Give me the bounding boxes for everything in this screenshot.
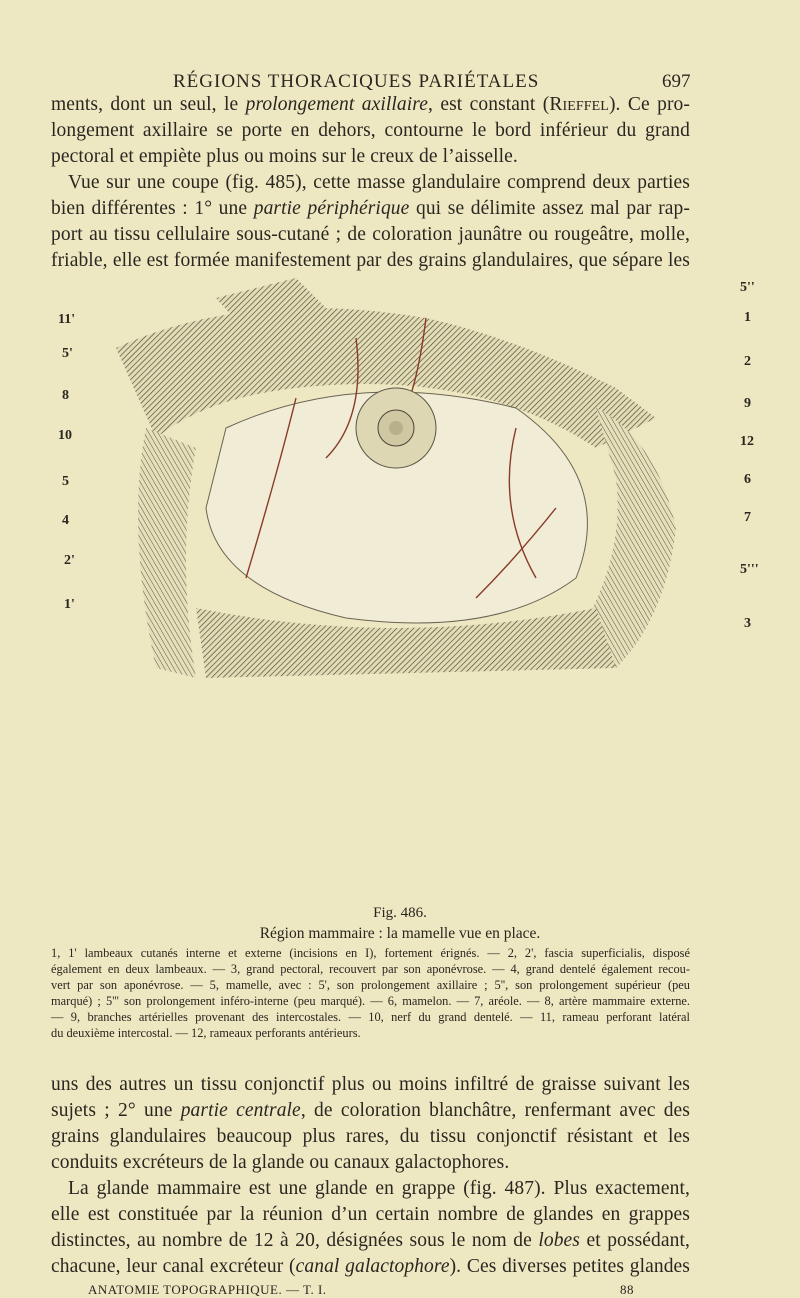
text-line: distinctes, au nombre de 12 à 20, désign… xyxy=(51,1230,690,1251)
figure-label: 7 xyxy=(744,510,751,525)
figure-label: 2 xyxy=(744,354,751,369)
lower-flap xyxy=(196,608,616,678)
text-line: ments, dont un seul, le prolongement axi… xyxy=(51,94,690,115)
arteries xyxy=(245,317,557,599)
figure-legend-line: 1, 1' lambeaux cutanés interne et extern… xyxy=(51,946,690,960)
figure-label: 8 xyxy=(62,388,69,403)
figure-title: Région mammaire : la mamelle vue en plac… xyxy=(259,925,541,942)
figure-label: 11' xyxy=(58,312,76,327)
anatomical-illustration xyxy=(116,278,676,678)
figure-label: 5''' xyxy=(740,562,759,577)
text-line: longement axillaire se porte en dehors, … xyxy=(51,120,690,141)
figure-label: 12 xyxy=(740,434,754,449)
text-line: conduits excréteurs de la glande ou cana… xyxy=(51,1152,510,1173)
figure-number: Fig. 486. xyxy=(373,905,427,921)
page-number: 697 xyxy=(662,71,691,92)
text-line: La glande mammaire est une glande en gra… xyxy=(68,1178,690,1199)
figure-legend-line: également en deux lambeaux. — 3, grand p… xyxy=(51,962,690,976)
text-line: port au tissu cellulaire sous-cutané ; d… xyxy=(51,224,690,245)
text-line: chacune, leur canal excréteur (canal gal… xyxy=(51,1256,690,1277)
figure-legend-line: du deuxième intercostal. — 12, rameaux p… xyxy=(51,1026,361,1040)
text-line: bien différentes : 1° une partie périphé… xyxy=(51,198,690,219)
pectoral-region xyxy=(216,278,356,388)
figure-label: 1' xyxy=(64,597,75,612)
text-line: friable, elle est formée manifestement p… xyxy=(51,250,690,271)
figure-label: 9 xyxy=(744,396,751,411)
figure-label: 2' xyxy=(64,553,75,568)
text-line: Vue sur une coupe (fig. 485), cette mass… xyxy=(68,172,690,193)
footer-signature: 88 xyxy=(620,1282,634,1297)
text-line: uns des autres un tissu conjonctif plus … xyxy=(51,1074,690,1095)
skin-flap-top xyxy=(116,308,656,448)
running-title: RÉGIONS THORACIQUES PARIÉTALES xyxy=(173,71,540,92)
text-line: sujets ; 2° une partie centrale, de colo… xyxy=(51,1100,690,1121)
figure-label: 5' xyxy=(62,346,73,361)
figure-legend-line: marqué) ; 5''' son prolongement inféro-i… xyxy=(51,994,690,1008)
footer-book-title: ANATOMIE TOPOGRAPHIQUE. — T. I. xyxy=(88,1282,327,1297)
figure-label: 6 xyxy=(744,472,751,487)
figure-label: 10 xyxy=(58,428,72,443)
text-line: pectoral et empiète plus ou moins sur le… xyxy=(51,146,518,167)
nipple-center xyxy=(389,421,403,435)
figure-label: 3 xyxy=(744,616,751,631)
skin-flap-right xyxy=(576,408,676,668)
text-line: elle est constituée par la réunion d’un … xyxy=(51,1204,690,1225)
figure-legend-line: — 9, branches artérielles provenant des … xyxy=(51,1010,690,1024)
figure-legend-line: vert par son aponévrose. — 5, mamelle, a… xyxy=(51,978,690,992)
figure-label: 5'' xyxy=(740,280,755,295)
figure-label: 5 xyxy=(62,474,69,489)
skin-flap-left xyxy=(138,428,196,678)
figure-label: 1 xyxy=(744,310,751,325)
figure-label: 4 xyxy=(62,513,69,528)
text-line: grains glandulaires beaucoup plus rares,… xyxy=(51,1126,690,1147)
